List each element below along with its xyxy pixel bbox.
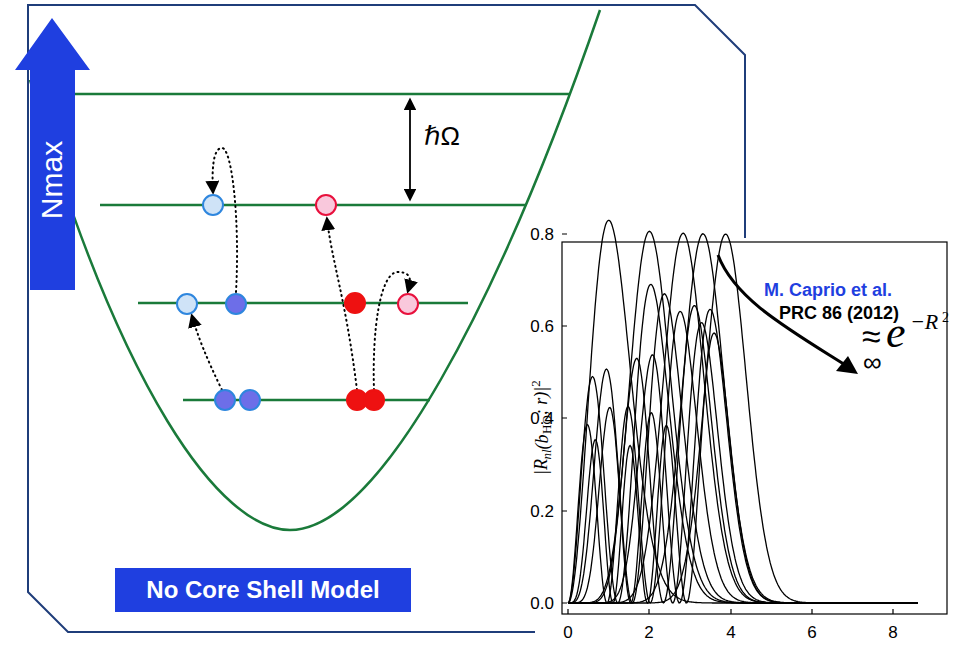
trend-arrowhead — [836, 356, 858, 374]
radial-curve — [568, 323, 918, 603]
title-box: No Core Shell Model — [115, 568, 411, 612]
tick-label: 0.4 — [530, 410, 554, 427]
plot-axes — [562, 234, 947, 614]
radial-curve — [568, 333, 918, 603]
spacing-label: ℏΩ — [424, 123, 460, 149]
radial-curve — [568, 234, 918, 603]
radial-curves — [568, 220, 918, 603]
limit-symbol: ∞ — [863, 349, 882, 375]
radial-curve — [568, 234, 918, 603]
shell-level — [100, 204, 525, 207]
y-axis-label: (b — [532, 434, 550, 449]
nmax-arrow — [15, 18, 90, 290]
tick-label: 0.8 — [530, 226, 554, 243]
radial-curve — [568, 311, 918, 603]
box-title: No Core Shell Model — [115, 578, 411, 602]
neutron-excited — [203, 195, 223, 215]
proton — [364, 390, 384, 410]
neutron — [226, 294, 246, 314]
tick-label: 0.6 — [530, 318, 554, 335]
citation: M. Caprio et al. — [764, 281, 892, 299]
neutron-excited — [177, 294, 197, 314]
excitation-arrow — [213, 148, 237, 292]
formula-exponent: −R — [910, 311, 938, 333]
proton-excited — [398, 294, 418, 314]
tick-label: 8 — [888, 624, 897, 641]
excitation-arrow — [192, 316, 222, 390]
shell-level — [40, 93, 570, 96]
tick-label: 2 — [644, 624, 653, 641]
tick-label: 0.0 — [530, 595, 554, 612]
tick-label: 0 — [563, 624, 572, 641]
radial-curve — [568, 284, 918, 603]
excitation-arrow — [374, 272, 410, 390]
plot-ground — [535, 238, 962, 670]
tick-label: 0.2 — [530, 503, 554, 520]
proton — [345, 293, 365, 313]
formula: e — [886, 311, 906, 355]
radial-curve — [568, 231, 918, 603]
radial-curve — [568, 233, 918, 603]
spacing-arrow — [409, 100, 411, 199]
radial-curve — [568, 309, 918, 603]
radial-curve — [568, 220, 918, 603]
citation: PRC 86 (2012) — [779, 304, 899, 322]
tick-label: 6 — [807, 624, 816, 641]
tick-label: 4 — [726, 624, 735, 641]
neutron — [215, 390, 235, 410]
y-axis-label: |R — [532, 459, 550, 475]
potential-well — [30, 10, 600, 530]
y-axis-label: 2 — [529, 381, 542, 388]
approx-symbol: ≈ — [862, 319, 881, 353]
formula-exponent: 2 — [942, 311, 949, 325]
neutron — [240, 390, 260, 410]
proton-excited — [316, 195, 336, 215]
y-axis-label: nl — [540, 449, 553, 459]
axis-title: Nmax — [37, 141, 67, 219]
